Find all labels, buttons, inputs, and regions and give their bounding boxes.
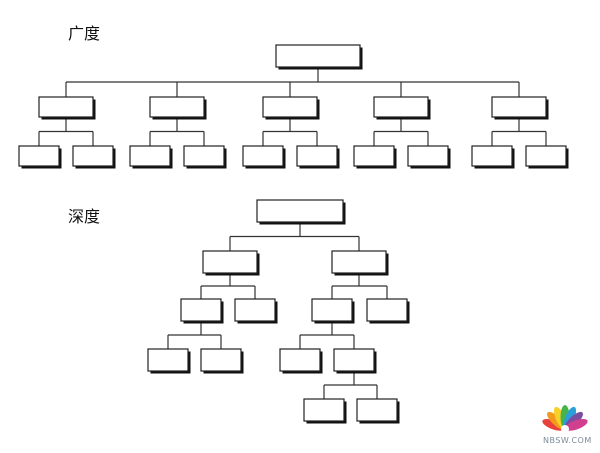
watermark-logo: NBSW.COM	[542, 405, 592, 445]
depth-level3-node	[200, 348, 244, 374]
tree-node-box	[262, 96, 318, 118]
depth-level4-node	[356, 398, 400, 424]
depth-level2-node	[234, 298, 278, 324]
breadth-level2-node	[296, 145, 340, 169]
tree-node-box	[72, 145, 114, 167]
logo-center	[561, 425, 569, 433]
depth-root-node	[256, 199, 346, 225]
tree-node-box	[18, 145, 60, 167]
breadth-level2-node	[129, 145, 173, 169]
logo-petal	[564, 419, 588, 431]
tree-node-box	[353, 145, 395, 167]
watermark-text: NBSW.COM	[543, 436, 592, 445]
breadth-level2-node	[407, 145, 451, 169]
tree-node-box	[256, 199, 344, 223]
tree-node-box	[471, 145, 513, 167]
tree-node-box	[129, 145, 171, 167]
tree-node-box	[333, 348, 375, 372]
tree-node-box	[356, 398, 398, 422]
tree-node-box	[525, 145, 567, 167]
breadth-level1-node	[491, 96, 549, 120]
breadth-level1-node	[38, 96, 96, 120]
tree-node-box	[491, 96, 547, 118]
breadth-title: 广度	[68, 24, 101, 43]
depth-level4-node	[303, 398, 347, 424]
depth-level3-node	[147, 348, 191, 374]
depth-level3-node	[279, 348, 323, 374]
tree-node-box	[38, 96, 94, 118]
depth-level2-node	[180, 298, 224, 324]
tree-node-box	[366, 298, 408, 322]
depth-level1-node	[331, 250, 389, 276]
tree-node-box	[275, 44, 361, 68]
tree-node-box	[202, 250, 258, 274]
breadth-level2-node	[471, 145, 515, 169]
breadth-level1-node	[373, 96, 431, 120]
breadth-root-node	[275, 44, 363, 70]
tree-node-box	[373, 96, 429, 118]
tree-node-box	[296, 145, 338, 167]
logo-petals-icon	[542, 405, 588, 433]
depth-tree	[147, 199, 410, 424]
tree-node-box	[149, 96, 205, 118]
tree-node-box	[407, 145, 449, 167]
breadth-level1-node	[262, 96, 320, 120]
tree-node-box	[303, 398, 345, 422]
breadth-level2-node	[18, 145, 62, 169]
tree-node-box	[242, 145, 284, 167]
depth-level3-node	[333, 348, 377, 374]
tree-node-box	[180, 298, 222, 322]
breadth-level2-node	[353, 145, 397, 169]
breadth-tree	[18, 44, 569, 169]
tree-node-box	[200, 348, 242, 372]
tree-node-box	[331, 250, 387, 274]
depth-level2-node	[311, 298, 355, 324]
breadth-level2-node	[183, 145, 227, 169]
depth-level1-node	[202, 250, 260, 276]
tree-node-box	[183, 145, 225, 167]
tree-node-box	[147, 348, 189, 372]
breadth-level2-node	[525, 145, 569, 169]
depth-level2-node	[366, 298, 410, 324]
tree-node-box	[234, 298, 276, 322]
breadth-level2-node	[72, 145, 116, 169]
depth-title: 深度	[68, 207, 101, 226]
breadth-level1-node	[149, 96, 207, 120]
breadth-level2-node	[242, 145, 286, 169]
tree-node-box	[279, 348, 321, 372]
tree-node-box	[311, 298, 353, 322]
